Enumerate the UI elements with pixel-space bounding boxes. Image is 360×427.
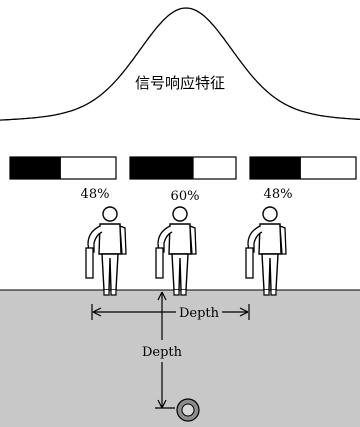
meter-2: 60% — [129, 156, 237, 204]
response-curve — [0, 7, 360, 121]
horizontal-depth-dimension: Depth — [91, 304, 250, 321]
surveyor-center-figure — [155, 206, 197, 296]
meter-1-label: 48% — [81, 187, 110, 202]
horizontal-depth-label: Depth — [179, 306, 220, 321]
meter-2-fill — [130, 157, 194, 179]
surveyor-right-figure — [245, 206, 287, 296]
vertical-depth-label: Depth — [142, 345, 183, 360]
meter-3-fill — [250, 157, 301, 179]
meter-3: 48% — [249, 156, 357, 202]
buried-pipe — [176, 398, 200, 422]
vertical-depth-dimension: Depth — [142, 291, 183, 409]
surveyor-left-figure — [85, 206, 127, 296]
curve-label: 信号响应特征 — [135, 74, 225, 92]
meter-1-fill — [10, 157, 61, 179]
meter-2-label: 60% — [171, 189, 200, 204]
meter-1: 48% — [9, 156, 117, 202]
meter-3-label: 48% — [264, 187, 293, 202]
